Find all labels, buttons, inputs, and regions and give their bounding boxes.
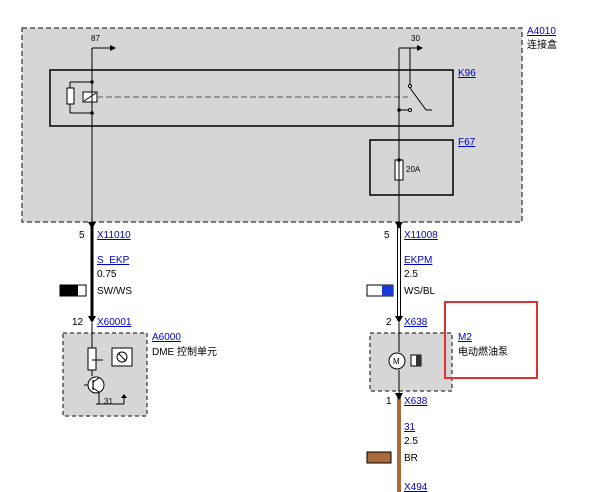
a6000-ground-label: 31 [104, 397, 113, 406]
motor-icon [388, 323, 422, 395]
color-swatch-ws-bl [366, 284, 394, 297]
a6000-name: DME 控制单元 [152, 345, 217, 358]
ground-color: BR [404, 453, 418, 464]
relay-coil-icon [66, 80, 98, 115]
x11008-link[interactable]: X11008 [404, 230, 438, 241]
m2-name: 电动燃油泵 [458, 345, 508, 358]
arrow-87-icon [92, 45, 116, 51]
f67-fuse-box [369, 139, 454, 196]
motor-symbol: M [393, 357, 400, 366]
highlight-box [444, 301, 538, 379]
x494-link[interactable]: X494 [404, 482, 428, 492]
control-logic-icon [111, 347, 133, 367]
k96-link[interactable]: K96 [458, 68, 476, 79]
f67-link[interactable]: F67 [458, 137, 476, 148]
s-ekp-color: SW/WS [97, 286, 132, 297]
x60001-pin: 12 [72, 317, 84, 328]
x11010-link[interactable]: X11010 [97, 230, 131, 241]
transistor-driver-icon [84, 323, 127, 405]
pin-30-label: 30 [411, 34, 420, 43]
pin-marker-x638-2 [395, 316, 403, 323]
x638-link-top[interactable]: X638 [404, 317, 428, 328]
m2-link[interactable]: M2 [458, 332, 472, 343]
arrow-30-icon [399, 45, 423, 51]
a4010-link[interactable]: A4010 [527, 26, 556, 37]
color-swatch-sw-ws [59, 284, 87, 297]
ekpm-color: WS/BL [404, 286, 436, 297]
pin-87-label: 87 [91, 34, 100, 43]
x11010-pin: 5 [79, 230, 85, 241]
relay-switch-icon [397, 48, 432, 112]
x638-pin-1: 1 [386, 396, 392, 407]
a6000-link[interactable]: A6000 [152, 332, 181, 343]
x638-pin-2: 2 [386, 317, 392, 328]
x638-link-bottom[interactable]: X638 [404, 396, 428, 407]
pin-marker-x11010 [88, 222, 96, 229]
s-ekp-link[interactable]: S_EKP [97, 255, 130, 266]
ground-gauge: 2.5 [404, 436, 418, 447]
pin-marker-x638-1 [395, 393, 403, 400]
ekpm-gauge: 2.5 [404, 269, 418, 280]
a6000-housing [62, 332, 148, 417]
k96-relay-box [49, 69, 454, 127]
fuse-icon [394, 158, 404, 181]
x11008-pin: 5 [384, 230, 390, 241]
s-ekp-gauge: 0.75 [97, 269, 117, 280]
color-swatch-br [366, 451, 392, 464]
ekpm-link[interactable]: EKPM [404, 255, 432, 266]
fuse-rating: 20A [406, 165, 421, 174]
pin-marker-x60001 [88, 316, 96, 323]
ground-31-link[interactable]: 31 [404, 422, 416, 433]
pin-marker-x11008 [395, 222, 403, 229]
x60001-link[interactable]: X60001 [97, 317, 132, 328]
a4010-name: 连接盒 [527, 38, 557, 51]
